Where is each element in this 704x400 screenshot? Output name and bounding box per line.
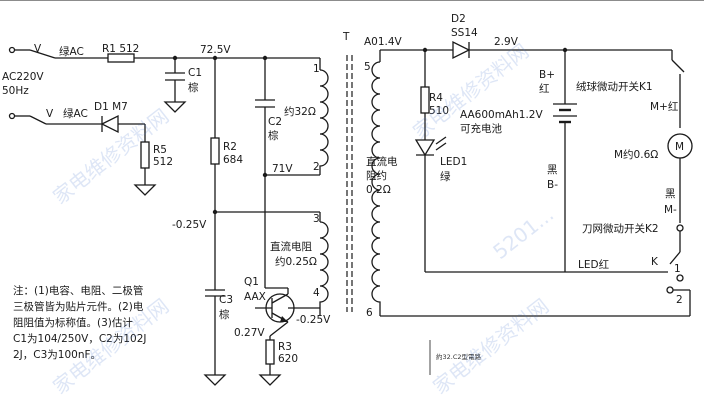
label-about32: 约32Ω	[284, 105, 316, 118]
label-a01-4v: A01.4V	[364, 36, 403, 48]
label-k-2: 2	[676, 294, 683, 306]
label-d2: D2	[451, 13, 466, 25]
label-b-plus: B+	[539, 69, 555, 81]
label-transformer-t: T	[342, 31, 350, 43]
label-r3: R3	[278, 341, 292, 353]
label-battery-type: 可充电池	[460, 122, 502, 135]
watermark-3: 5201...	[488, 202, 558, 264]
pin-4: 4	[313, 287, 320, 299]
label-dc-res-left-2: 约0.25Ω	[275, 255, 317, 268]
label-r3-value: 620	[278, 353, 298, 365]
note-line-3: 阻阻值为标称值。(3)估计	[13, 316, 133, 329]
label-m-minus: M-	[664, 204, 677, 216]
label-k-1: 1	[674, 263, 681, 275]
label-b-plus-color: 红	[539, 82, 550, 95]
label-r5-value: 512	[153, 156, 173, 168]
label-c1: C1	[188, 67, 202, 79]
label-led1: LED1	[440, 156, 467, 168]
pin-6: 6	[366, 307, 373, 319]
label-dc-res-right-2: 阻约	[366, 169, 387, 182]
label-c2-color: 棕	[268, 129, 279, 142]
label-green-ac2: 绿AC	[63, 107, 88, 120]
label-led1-color: 绿	[440, 170, 451, 183]
bottom-tag: 約32.C2型電路	[436, 352, 482, 361]
winding-5-6	[371, 61, 381, 305]
resistor-r2	[210, 137, 220, 165]
ac-input	[8, 46, 30, 120]
note-line-5: 2J，C3为100nF。	[13, 349, 101, 361]
label-c1-color: 棕	[188, 81, 199, 94]
diode-d1	[100, 114, 119, 134]
label-k: K	[651, 256, 659, 268]
pin-3: 3	[313, 213, 320, 225]
label-c3: C3	[219, 294, 233, 306]
label-motor-symbol: M	[675, 141, 684, 153]
label-k1: 绒球微动开关K1	[576, 80, 653, 93]
label-50hz: 50Hz	[2, 85, 29, 97]
label-d1: D1 M7	[94, 101, 128, 113]
led1	[414, 139, 436, 157]
winding-1-2	[319, 69, 329, 175]
switch-k1	[671, 59, 685, 73]
diode-d2	[452, 40, 471, 60]
label-m-minus-color: 黑	[665, 188, 676, 200]
label-led-red: LED红	[578, 258, 610, 271]
label-2-9v: 2.9V	[494, 36, 519, 48]
label-ac220v: AC220V	[2, 71, 44, 83]
pin-1: 1	[313, 63, 320, 75]
label-r4: R4	[429, 92, 443, 104]
label-72-5v: 72.5V	[200, 44, 231, 56]
label-c2: C2	[268, 116, 282, 128]
winding-3-4	[319, 221, 329, 316]
label-k2: 刀网微动开关K2	[582, 222, 659, 235]
label-q1-code: AAX	[244, 291, 266, 303]
label-r2: R2	[223, 141, 237, 153]
resistor-r1	[107, 53, 135, 63]
note-line-2: 三极管皆为贴片元件。(2)电	[13, 300, 144, 313]
label-q1: Q1	[244, 276, 259, 288]
label-r4-value: 510	[429, 105, 449, 117]
label-wire-v2: V	[46, 108, 54, 120]
label-neg025-a: -0.25V	[172, 219, 207, 231]
label-motor: M约0.6Ω	[614, 148, 658, 161]
label-m-plus: M+红	[650, 100, 679, 113]
label-027v: 0.27V	[234, 327, 265, 339]
ground-r3	[258, 374, 282, 386]
note-line-1: 注：(1)电容、电阻、二极管	[13, 284, 143, 297]
label-r5: R5	[153, 144, 167, 156]
pin-2: 2	[313, 161, 320, 173]
label-wire-v: V	[34, 43, 42, 55]
label-battery-spec: AA600mAh1.2V	[460, 109, 543, 121]
label-b-minus-color: 黑	[547, 164, 558, 176]
watermark-5: 家电维修资料网	[428, 294, 553, 399]
note-line-4: C1为104/250V，C2为102J	[13, 333, 146, 345]
ground-r5	[133, 184, 157, 196]
label-d2-part: SS14	[451, 27, 478, 39]
resistor-r3	[265, 339, 275, 365]
label-71v: 71V	[272, 163, 293, 175]
label-r2-value: 684	[223, 154, 243, 166]
ground-c1	[163, 101, 187, 113]
label-dc-res-left-1: 直流电阻	[270, 240, 312, 253]
label-dc-res-right-3: 0.2Ω	[366, 184, 391, 196]
label-dc-res-right-1: 直流电	[366, 155, 398, 168]
switch-k2	[669, 251, 681, 265]
label-r1: R1 512	[102, 43, 139, 55]
label-neg025-b: -0.25V	[296, 314, 331, 326]
pin-5: 5	[364, 61, 371, 73]
label-b-minus: B-	[547, 179, 558, 191]
label-c3-color: 棕	[219, 308, 230, 321]
ground-c3	[203, 374, 227, 386]
label-green-ac: 绿AC	[59, 45, 84, 58]
